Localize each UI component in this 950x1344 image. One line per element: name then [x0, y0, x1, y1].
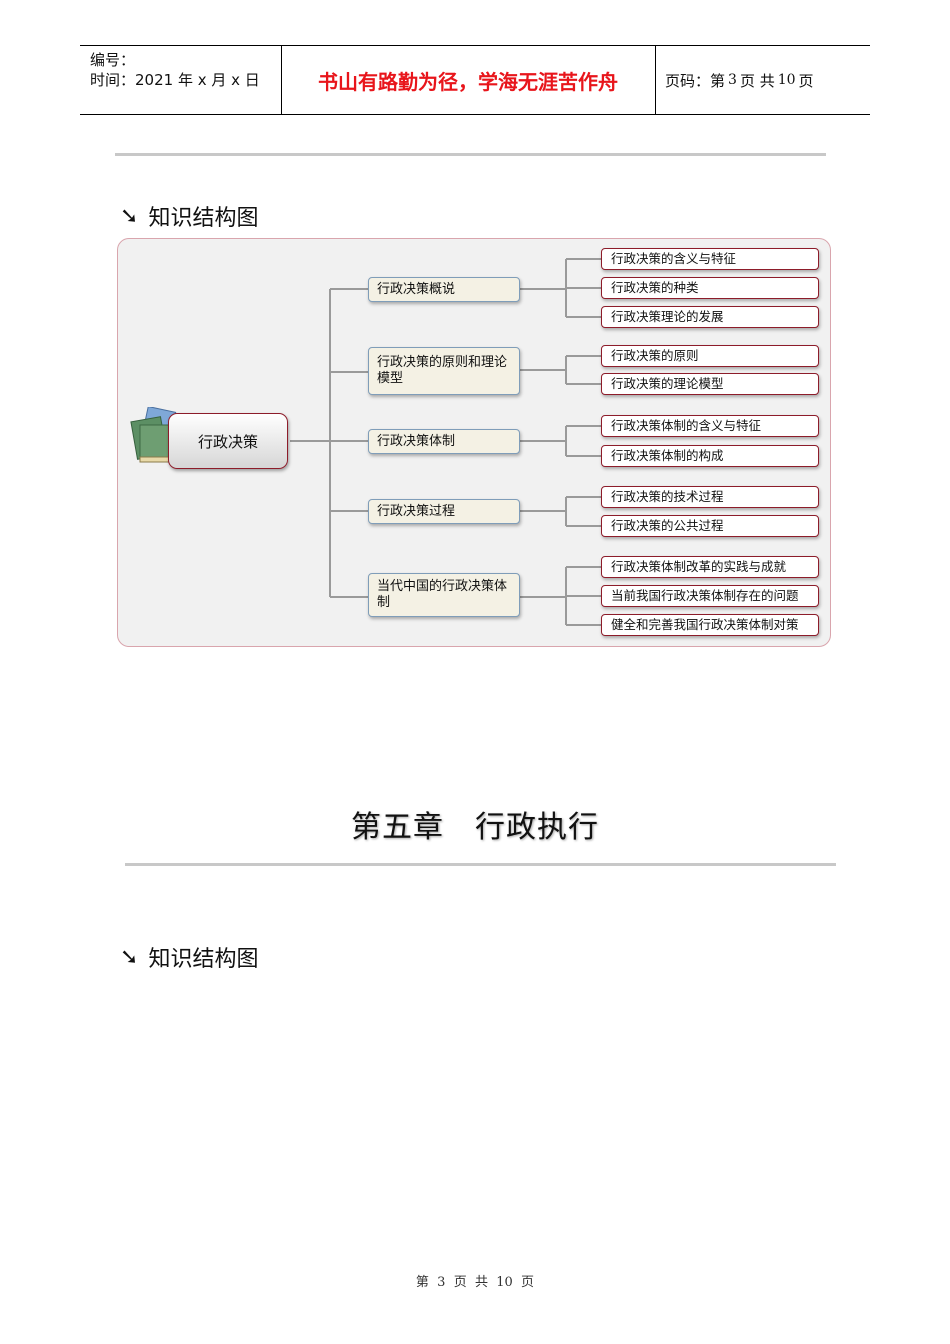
branch-node: 行政决策过程	[368, 499, 520, 524]
leaf-node: 行政决策的种类	[601, 277, 819, 299]
leaf-node: 行政决策的技术过程	[601, 486, 819, 508]
header-divider	[281, 46, 282, 114]
leaf-node: 行政决策体制的含义与特征	[601, 415, 819, 437]
arrow-down-right-icon: ➘	[120, 944, 139, 970]
leaf-node: 行政决策的含义与特征	[601, 248, 819, 270]
branch-node: 行政决策概说	[368, 277, 520, 302]
leaf-node: 健全和完善我国行政决策体制对策	[601, 614, 819, 636]
page-mid: 页 共	[739, 71, 775, 90]
branch-node: 行政决策的原则和理论模型	[368, 347, 520, 395]
horizontal-rule	[115, 153, 826, 156]
leaf-node: 行政决策的理论模型	[601, 373, 819, 395]
section-heading: ➘ 知识结构图	[120, 200, 258, 232]
section-heading-text: 知识结构图	[148, 206, 259, 231]
page-footer: 第 3 页 共 10 页	[415, 1275, 535, 1290]
root-node: 行政决策	[168, 413, 288, 469]
diagram-connectors	[290, 258, 601, 626]
leaf-node: 行政决策理论的发展	[601, 306, 819, 328]
branch-node: 行政决策体制	[368, 429, 520, 454]
knowledge-structure-diagram: 行政决策 行政决策概说 行政决策的原则和理论模型 行政决策体制 行政决策过程 当…	[117, 238, 831, 647]
page-total: 10	[777, 72, 796, 88]
arrow-down-right-icon: ➘	[120, 203, 139, 229]
document-number-label: 编号：	[90, 51, 136, 69]
page-suffix: 页	[798, 71, 814, 90]
page-current: 3	[728, 72, 737, 88]
section-heading-text: 知识结构图	[148, 947, 259, 972]
leaf-node: 行政决策体制的构成	[601, 445, 819, 467]
header-page-number: 页码：第 3 页 共 10 页	[665, 46, 814, 114]
leaf-node: 行政决策的原则	[601, 345, 819, 367]
page-header: 编号： 时间：2021 年 x 月 x 日 书山有路勤为径，学海无涯苦作舟 页码…	[80, 45, 870, 115]
header-motto: 书山有路勤为径，学海无涯苦作舟	[318, 69, 618, 94]
header-meta: 编号： 时间：2021 年 x 月 x 日	[90, 50, 260, 90]
leaf-node: 行政决策的公共过程	[601, 515, 819, 537]
branch-node: 当代中国的行政决策体制	[368, 573, 520, 617]
document-time-label: 时间：2021 年 x 月 x 日	[90, 71, 260, 89]
leaf-node: 当前我国行政决策体制存在的问题	[601, 585, 819, 607]
header-divider	[655, 46, 656, 114]
horizontal-rule	[125, 863, 836, 866]
leaf-node: 行政决策体制改革的实践与成就	[601, 556, 819, 578]
chapter-title: 第五章 行政执行	[351, 810, 599, 845]
page-prefix: 页码：第	[665, 71, 726, 90]
section-heading: ➘ 知识结构图	[120, 941, 258, 973]
